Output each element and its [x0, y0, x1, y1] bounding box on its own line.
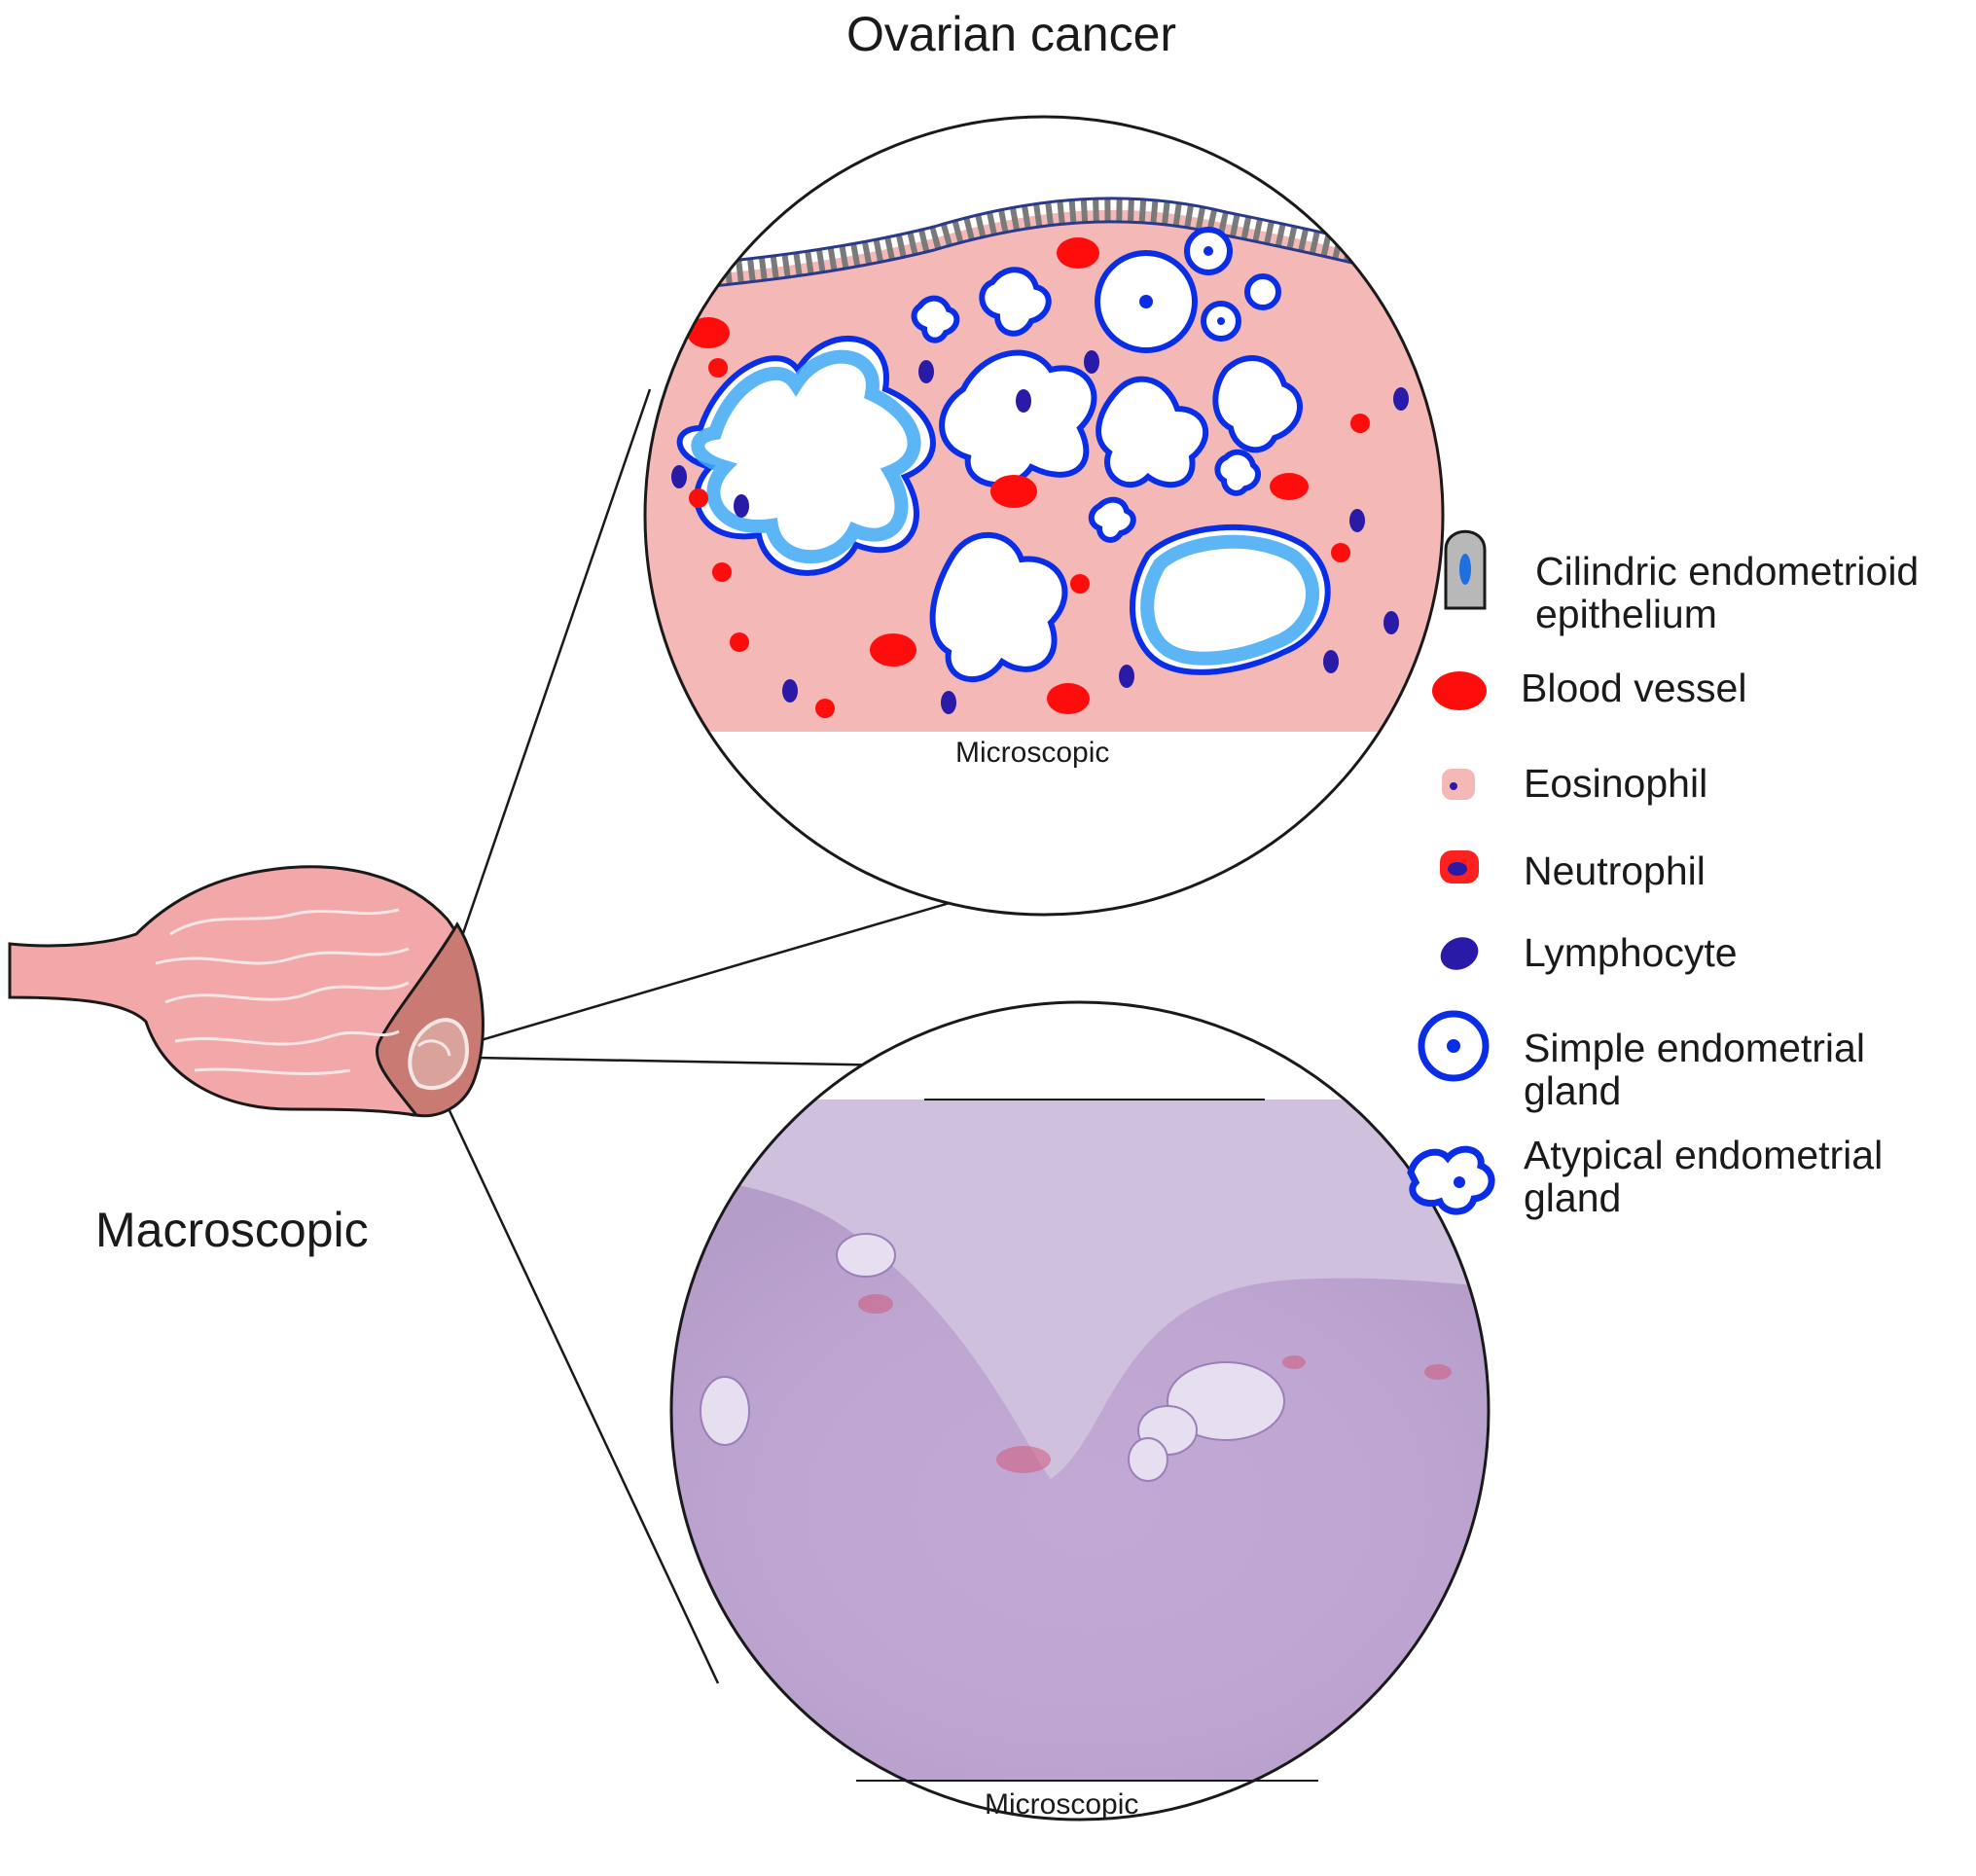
eosinophil-icon	[1442, 769, 1475, 800]
legend-item-epithelium: Cilindric endometrioid epithelium	[1535, 550, 1919, 635]
lymphocyte	[671, 350, 1409, 714]
macroscopic-label: Macroscopic	[95, 1203, 369, 1257]
legend-item-atypical-gland: Atypical endometrial gland	[1524, 1134, 1883, 1219]
neutrophil	[689, 358, 1370, 718]
cylindrical-cell-icon	[1444, 529, 1487, 610]
microscopic-label-top: Microscopic	[955, 737, 1110, 769]
histology-gland-spaces	[700, 1233, 1285, 1482]
legend-item-lymphocyte: Lymphocyte	[1524, 931, 1738, 974]
legend-item-blood-vessel: Blood vessel	[1521, 667, 1746, 709]
legend-label-line1: Cilindric endometrioid	[1535, 549, 1920, 594]
legend-label: Neutrophil	[1524, 848, 1706, 893]
ovary-organ-illustration	[8, 865, 485, 1118]
schematic-microscopic-circle	[643, 115, 1445, 917]
legend-item-simple-gland: Simple endometrial gland	[1524, 1027, 1865, 1112]
legend-item-neutrophil: Neutrophil	[1524, 849, 1706, 892]
atypical-gland-icon	[1407, 1145, 1495, 1215]
blood-vessel-icon	[1432, 671, 1487, 710]
blood-vessel	[687, 237, 1309, 714]
legend-label-line2: gland	[1524, 1175, 1622, 1220]
microscopic-label-bottom: Microscopic	[985, 1788, 1139, 1821]
lymphocyte-icon	[1440, 937, 1479, 970]
simple-gland-icon	[1418, 1010, 1490, 1082]
legend-label-line1: Atypical endometrial	[1524, 1133, 1884, 1177]
legend-label: Eosinophil	[1524, 761, 1708, 806]
legend-icons	[1407, 529, 1495, 1215]
legend-label-line2: epithelium	[1535, 592, 1717, 636]
legend-label-line2: gland	[1524, 1068, 1622, 1113]
legend-label-line1: Simple endometrial	[1524, 1026, 1865, 1070]
legend-item-eosinophil: Eosinophil	[1524, 762, 1707, 805]
diagram-title: Ovarian cancer	[846, 7, 1177, 61]
legend-label: Blood vessel	[1521, 666, 1747, 710]
histology-microscopic-circle	[669, 1000, 1491, 1822]
legend-label: Lymphocyte	[1524, 930, 1738, 975]
neutrophil-icon	[1440, 850, 1479, 884]
